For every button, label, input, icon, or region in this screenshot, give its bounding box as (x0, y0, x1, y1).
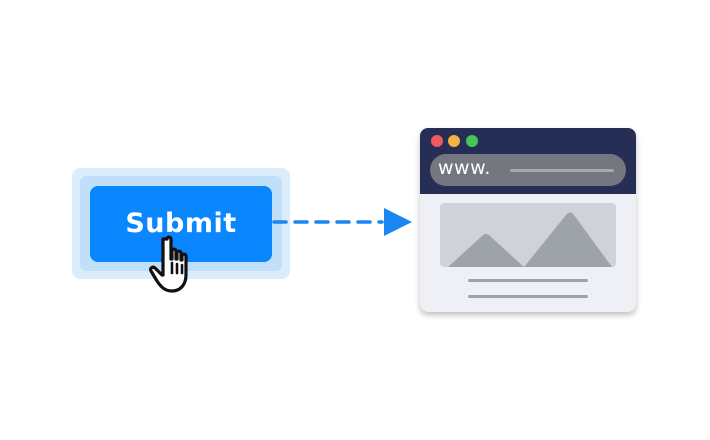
hand-pointer-icon (149, 235, 188, 293)
submit-button[interactable]: Submit (90, 186, 272, 262)
mountain-image-icon (440, 203, 616, 267)
submit-button-label: Submit (125, 207, 237, 239)
dashed-connector (272, 208, 412, 236)
address-bar: www. (430, 154, 626, 186)
text-line (468, 279, 588, 282)
browser-title-bar: www. (420, 128, 636, 194)
maximize-dot-icon (466, 135, 478, 147)
close-dot-icon (431, 135, 443, 147)
arrow-right-icon (384, 208, 412, 236)
address-placeholder-line (510, 169, 614, 172)
minimize-dot-icon (448, 135, 460, 147)
address-text: www. (438, 157, 491, 179)
text-line (468, 295, 588, 298)
browser-window: www. (420, 128, 636, 312)
